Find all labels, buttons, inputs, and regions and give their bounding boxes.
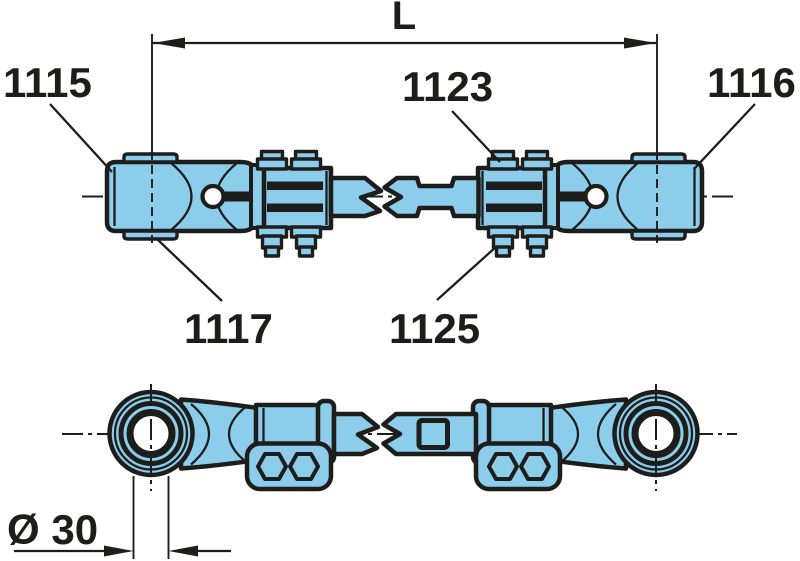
part-label-1117: 1117: [184, 305, 273, 352]
lower-view: [62, 384, 737, 491]
rod-segment-left: [328, 175, 384, 219]
part-label-1123: 1123: [402, 63, 493, 110]
leader-line-1125: [436, 245, 498, 301]
part-label-1115: 1115: [3, 59, 92, 106]
leader-line-1117: [157, 239, 223, 302]
part-label-1116: 1116: [707, 59, 796, 106]
dimension-bore-label: Ø 30: [7, 506, 98, 553]
arrowhead-right: [624, 37, 656, 49]
dimension-length: L: [151, 0, 658, 243]
upper-view: [82, 152, 733, 257]
dimension-length-label: L: [392, 0, 416, 38]
arrowhead-right: [168, 545, 198, 557]
rod-segment-right: [381, 411, 479, 457]
part-label-1125: 1125: [389, 305, 480, 352]
part-callouts: 1115 1123 1116 1117 1125: [3, 59, 796, 352]
arrowhead-left: [153, 37, 185, 49]
wrench-flat-square: [416, 418, 450, 450]
leader-line-1115: [49, 103, 113, 173]
upper-view-right-end: [478, 152, 702, 257]
arrowhead-left: [104, 545, 134, 557]
leader-line-1123: [451, 110, 501, 163]
rod-segment-left: [331, 411, 381, 457]
leader-line-1116: [693, 103, 756, 170]
lower-view-right-end: [473, 384, 698, 491]
upper-view-left-end: [107, 152, 331, 257]
lower-view-left-end: [110, 384, 335, 491]
dimension-bore-diameter: Ø 30: [7, 476, 231, 559]
rod-segment-right: [382, 175, 481, 219]
